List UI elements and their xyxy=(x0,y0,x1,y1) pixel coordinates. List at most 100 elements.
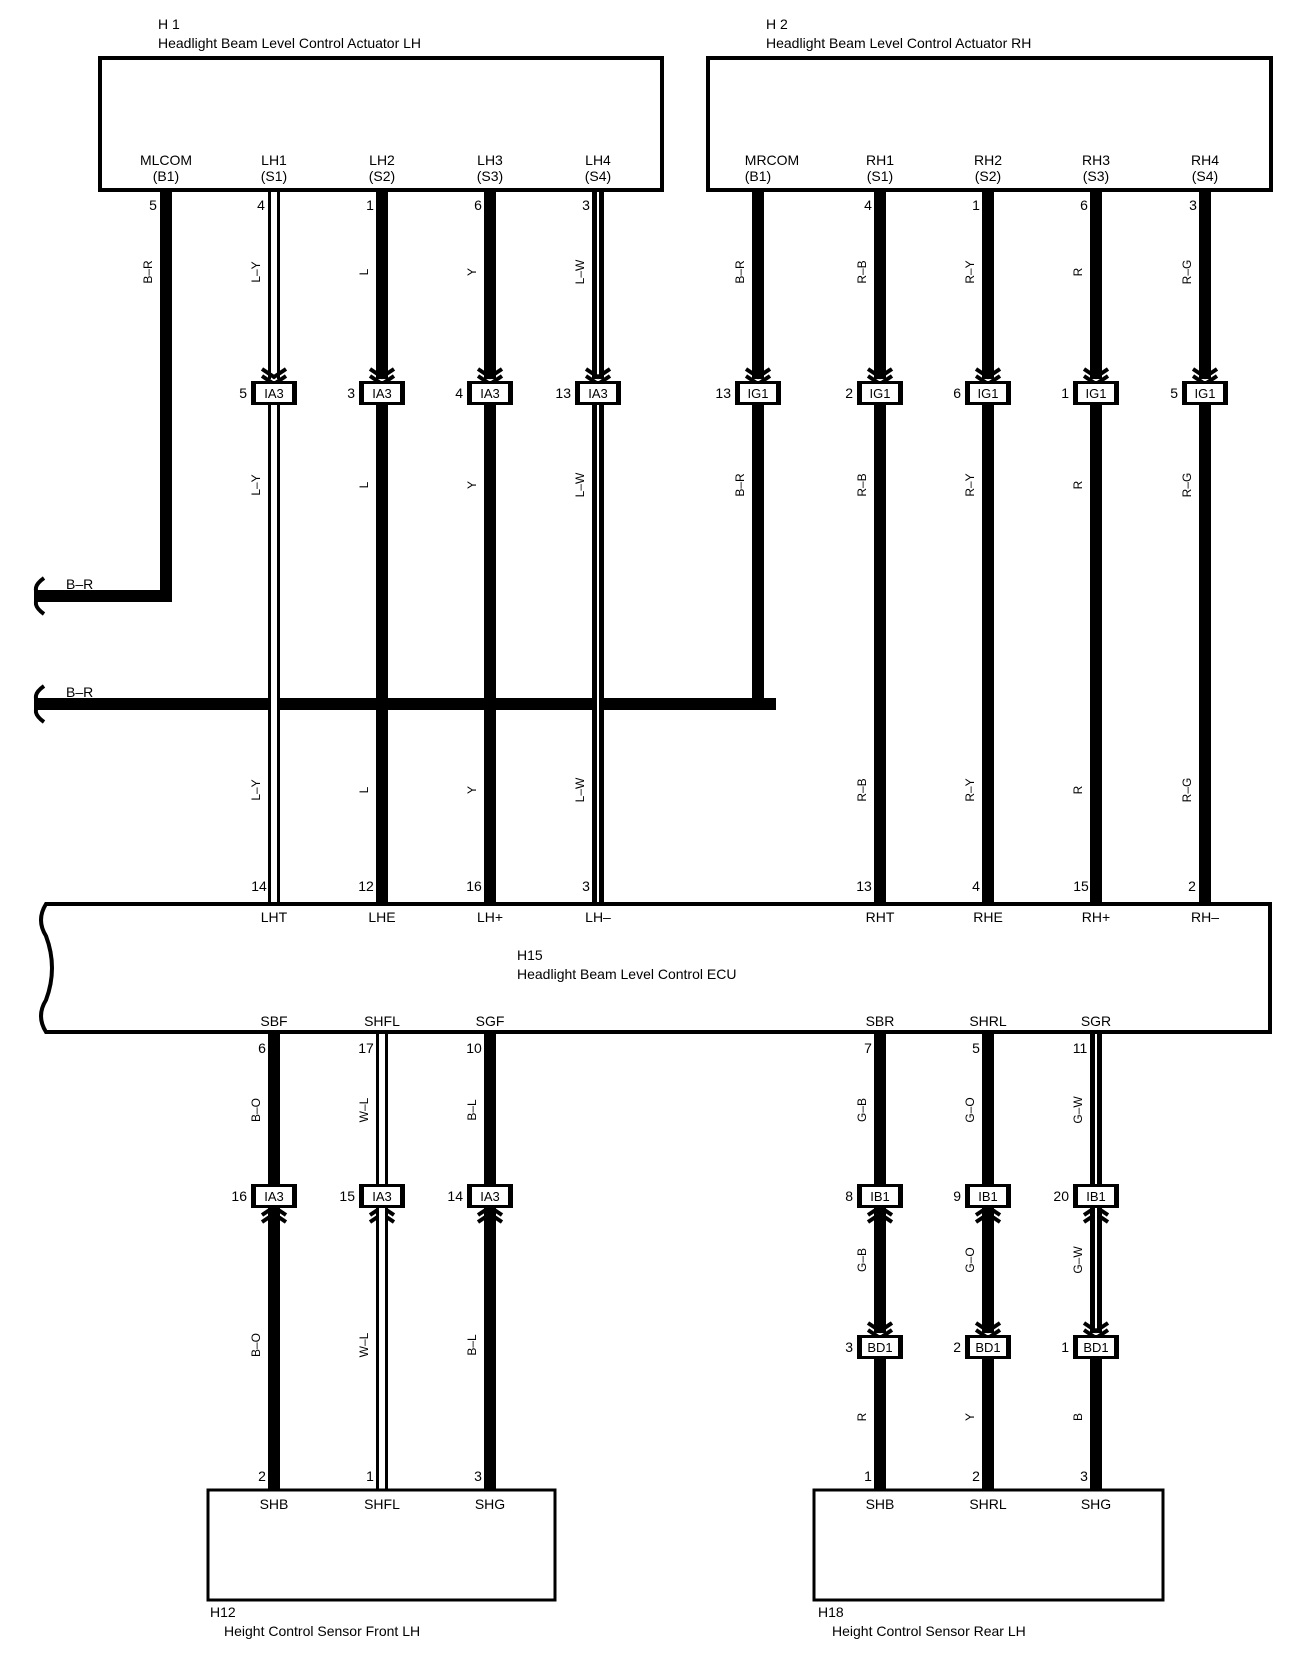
connector-ig1-pin: 2 xyxy=(845,385,853,401)
h15-top-pin-num: 4 xyxy=(972,878,980,894)
wire-color-label: G–W xyxy=(1071,1246,1085,1274)
connector-arrow-stroke xyxy=(1082,1321,1110,1334)
h15-top-pin-name: RH– xyxy=(1191,909,1219,925)
connector-ia3-pin: 15 xyxy=(339,1188,355,1204)
wire-color-label: L xyxy=(357,786,371,793)
connector-arrow-stroke xyxy=(584,367,612,380)
h15-top-pin-name: RH+ xyxy=(1082,909,1110,925)
wire-color-label: G–O xyxy=(963,1247,977,1272)
connector-ia3-pin: 4 xyxy=(455,385,463,401)
h1-pin-num: 1 xyxy=(366,197,374,213)
h15-top-pin-num: 12 xyxy=(358,878,374,894)
connector-arrow-stroke xyxy=(974,367,1002,380)
wire-color-label: L–W xyxy=(573,472,587,497)
h15-title: Headlight Beam Level Control ECU xyxy=(517,966,736,982)
h2-actuator-box xyxy=(706,56,1273,192)
connector-bd1-pin: 1 xyxy=(1061,1339,1069,1355)
connector-ia3-label: IA3 xyxy=(264,386,284,401)
h1-pin-name: LH2 xyxy=(369,152,395,168)
wire-color-label: L–Y xyxy=(249,261,263,282)
h12-pin-name: SHG xyxy=(475,1496,505,1512)
wire-color-label: B–R xyxy=(733,473,747,497)
connector-ig1-pin: 6 xyxy=(953,385,961,401)
h2-pin-name: MRCOM xyxy=(745,152,799,168)
h1-title: Headlight Beam Level Control Actuator LH xyxy=(158,35,421,51)
h2-pin-name: RH2 xyxy=(974,152,1002,168)
offpage-bracket xyxy=(33,576,46,616)
h12-pin-name: SHFL xyxy=(364,1496,400,1512)
wire-color-label: L–W xyxy=(573,777,587,802)
h2-pin-num: 3 xyxy=(1189,197,1197,213)
wire-color-label: G–B xyxy=(855,1248,869,1272)
wire-color-label: G–B xyxy=(855,1098,869,1122)
wires-layer xyxy=(33,190,1219,1490)
h2-pin-num: 5 xyxy=(756,197,764,213)
connector-ig1-label: IG1 xyxy=(1195,386,1216,401)
connector-ig1-label: IG1 xyxy=(870,386,891,401)
h1-pin-num: 6 xyxy=(474,197,482,213)
wire-color-label: R xyxy=(855,1412,869,1421)
h18-title: Height Control Sensor Rear LH xyxy=(832,1623,1026,1639)
wire-color-label: R–G xyxy=(1180,778,1194,803)
h18-pin-name: SHB xyxy=(866,1496,895,1512)
wire-color-label: R–Y xyxy=(963,778,977,801)
connector-ib1-inner xyxy=(1078,1187,1114,1205)
h1-pin-name: LH4 xyxy=(585,152,611,168)
h1-code: H 1 xyxy=(158,16,180,32)
h15-bottom-pin-name: SHRL xyxy=(969,1013,1007,1029)
h15-ecu-box xyxy=(39,902,1272,1034)
wire-color-label: B–O xyxy=(249,1333,263,1357)
h1-pin-name: LH1 xyxy=(261,152,287,168)
wire-color-label: Y xyxy=(465,481,479,489)
h12-code: H12 xyxy=(210,1604,236,1620)
h2-pin-alt: (S3) xyxy=(1083,168,1109,184)
connector-ig1-label: IG1 xyxy=(1086,386,1107,401)
h15-top-pin-num: 15 xyxy=(1073,878,1089,894)
h2-pin-num: 1 xyxy=(972,197,980,213)
h2-pin-alt: (B1) xyxy=(745,168,771,184)
h12-title: Height Control Sensor Front LH xyxy=(224,1623,420,1639)
wire-color-label: B–L xyxy=(465,1334,479,1356)
h15-top-pin-name: LH– xyxy=(585,909,611,925)
wire-color-label: R–B xyxy=(855,260,869,283)
h2-title: Headlight Beam Level Control Actuator RH xyxy=(766,35,1031,51)
h15-top-pin-num: 3 xyxy=(582,878,590,894)
connector-bd1-pin: 3 xyxy=(845,1339,853,1355)
h15-top-pin-num: 16 xyxy=(466,878,482,894)
connector-ia3-label: IA3 xyxy=(480,1189,500,1204)
offpage-bracket xyxy=(33,684,46,724)
wire-color-label: B–R xyxy=(141,260,155,284)
wire-color-label: Y xyxy=(963,1413,977,1421)
wire-color-label: B–R xyxy=(733,260,747,284)
wire-color-label: R–B xyxy=(855,778,869,801)
connector-arrow-stroke xyxy=(368,367,396,380)
connector-ia3-label: IA3 xyxy=(588,386,608,401)
wire-color-label: G–O xyxy=(963,1097,977,1122)
h2-pin-name: RH1 xyxy=(866,152,894,168)
connector-bd1-inner xyxy=(862,1338,898,1356)
h2-pin-num: 6 xyxy=(1080,197,1088,213)
connector-ia3-inner xyxy=(256,1187,292,1205)
h15-bottom-pin-name: SBR xyxy=(866,1013,895,1029)
connector-ia3-inner xyxy=(364,384,400,402)
wire-color-label: R xyxy=(1071,480,1085,489)
h15-top-pin-name: RHT xyxy=(866,909,895,925)
connector-arrow-stroke xyxy=(974,1321,1002,1334)
connector-ia3-pin: 3 xyxy=(347,385,355,401)
h18-code: H18 xyxy=(818,1604,844,1620)
h15-bottom-pin-num: 7 xyxy=(864,1040,872,1056)
wire-color-label: R–G xyxy=(1180,473,1194,498)
h15-top-pin-name: LHE xyxy=(368,909,395,925)
connector-ig1-pin: 1 xyxy=(1061,385,1069,401)
connector-ib1-pin: 20 xyxy=(1053,1188,1069,1204)
connector-ia3-label: IA3 xyxy=(480,386,500,401)
wire-color-label: B xyxy=(1071,1413,1085,1421)
connector-ig1-inner xyxy=(970,384,1006,402)
h2-code: H 2 xyxy=(766,16,788,32)
h1-pin-name: MLCOM xyxy=(140,152,192,168)
wire-color-label: L–Y xyxy=(249,779,263,800)
connector-ig1-inner xyxy=(740,384,776,402)
h1-pin-alt: (S3) xyxy=(477,168,503,184)
connector-arrow-stroke xyxy=(260,367,288,380)
